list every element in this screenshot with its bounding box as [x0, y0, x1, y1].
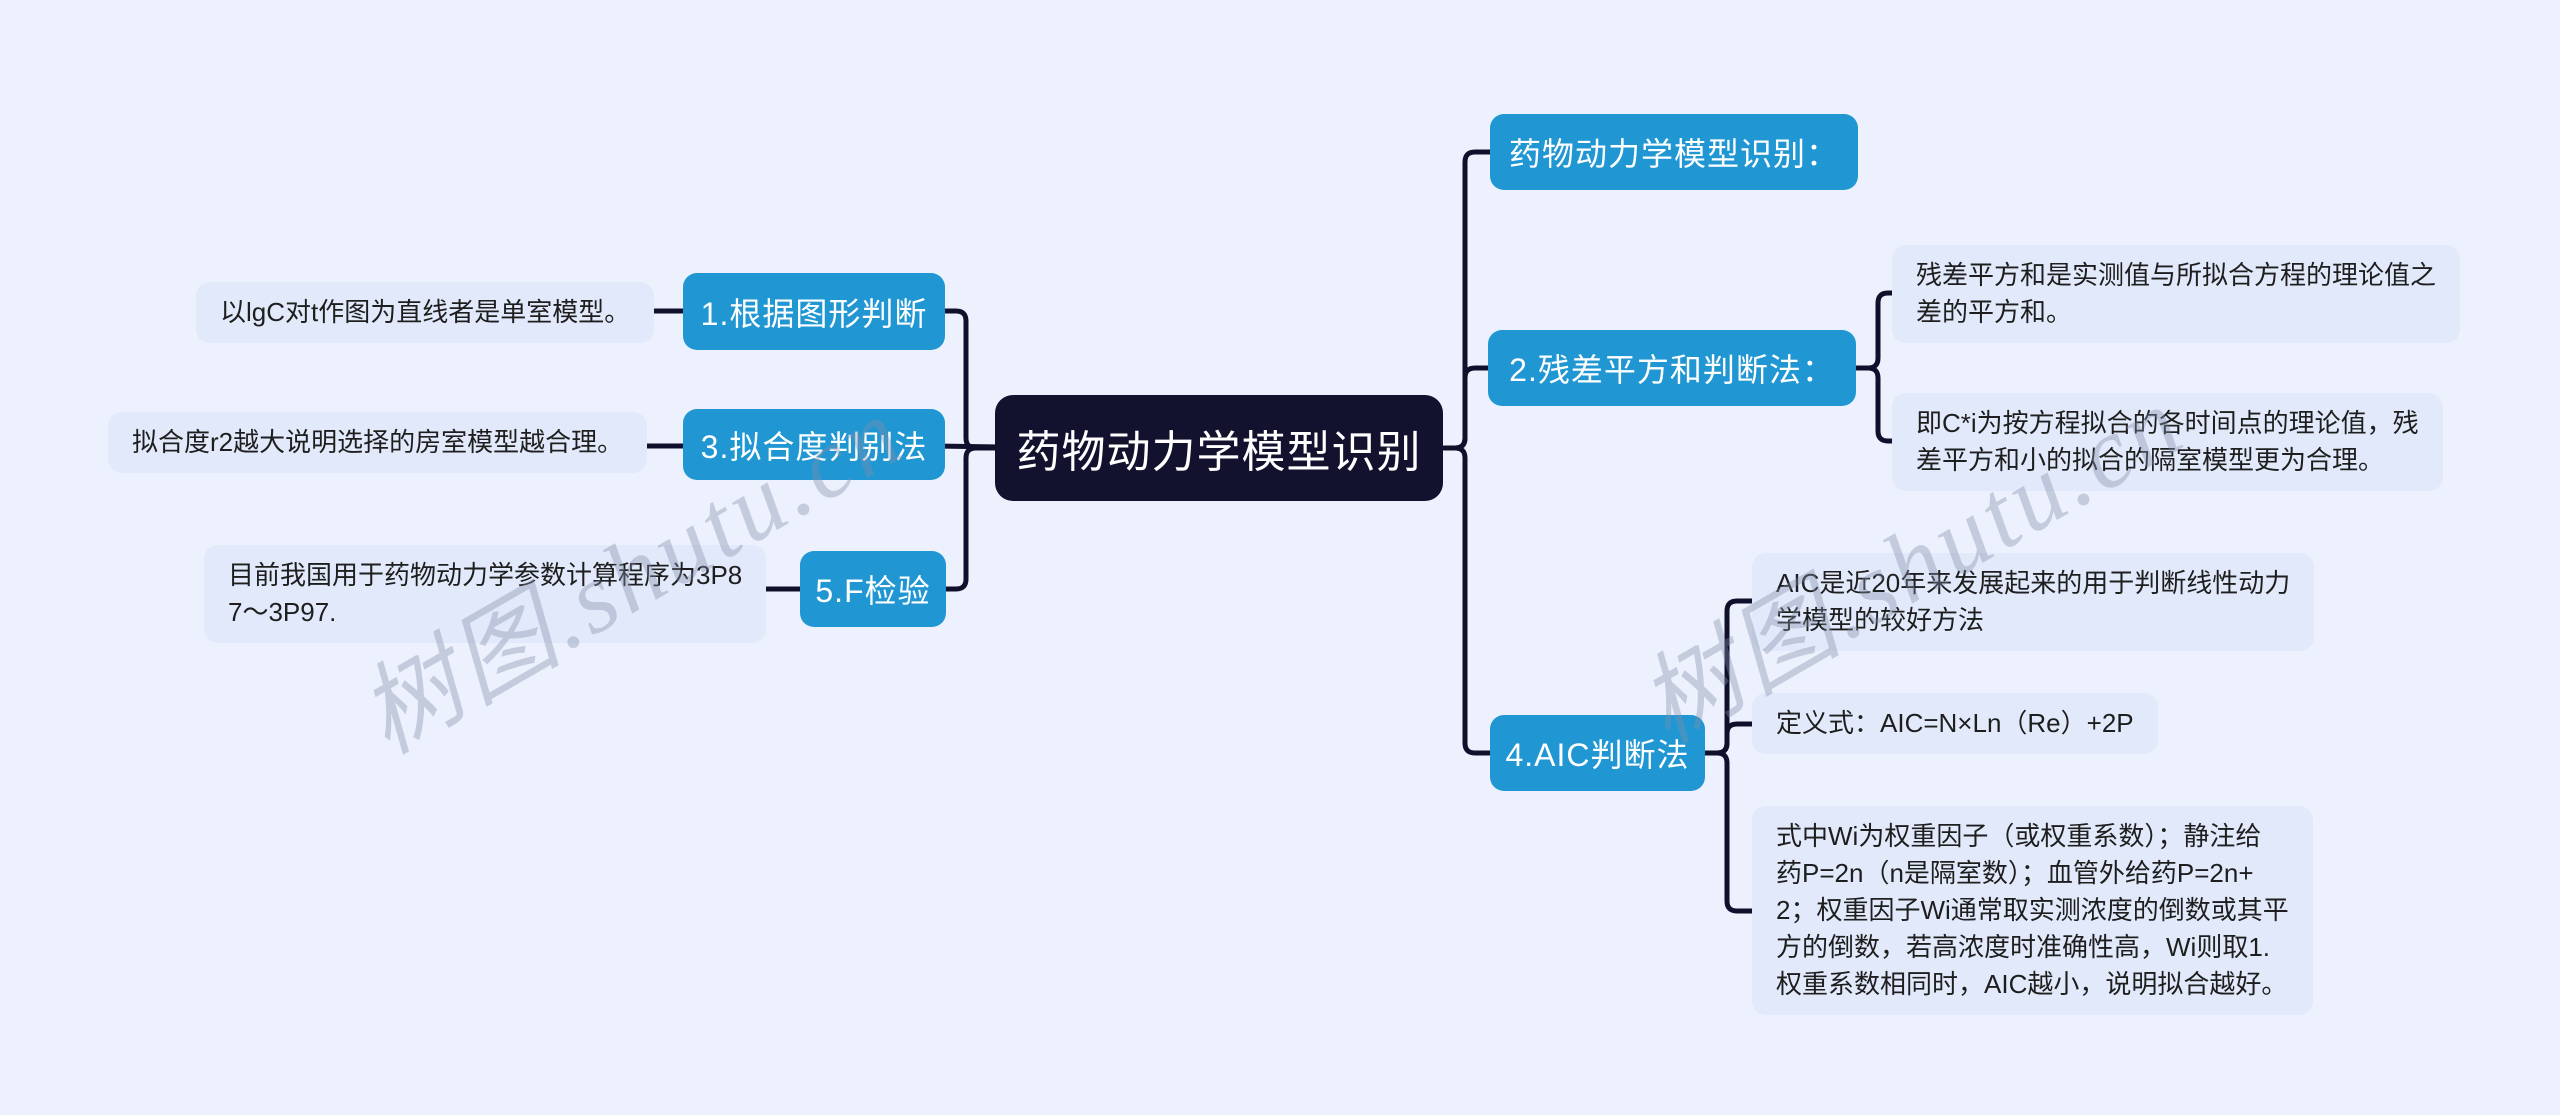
topic-node-4[interactable]: 4.AIC判断法 [1490, 715, 1705, 791]
note-topic4-2[interactable]: 定义式：AIC=N×Ln（Re）+2P [1752, 693, 2158, 754]
connector-topic4-note3 [1695, 750, 1768, 914]
note-topic2-2[interactable]: 即C*i为按方程拟合的各时间点的理论值，残 差平方和小的拟合的隔室模型更为合理。 [1892, 393, 2443, 491]
note-topic4-1[interactable]: AIC是近20年来发展起来的用于判断线性动力 学模型的较好方法 [1752, 553, 2315, 651]
topic-node-5-label: 5.F检验 [815, 573, 931, 609]
root-node-label: 药物动力学模型识别 [1016, 428, 1422, 477]
connector-topic2-note2 [1847, 365, 1913, 444]
note-topic2-1[interactable]: 残差平方和是实测值与所拟合方程的理论值之 差的平方和。 [1892, 245, 2461, 343]
note-topic3[interactable]: 拟合度r2越大说明选择的房室模型越合理。 [108, 412, 648, 473]
connector-root-topic5 [933, 445, 1003, 592]
connector-root-topic4 [1435, 445, 1508, 756]
note-topic4-3[interactable]: 式中Wi为权重因子（或权重系数）；静注给 药P=2n（n是隔室数）；血管外给药P… [1752, 806, 2313, 1015]
topic-node-5[interactable]: 5.F检验 [800, 551, 946, 627]
topic-node-3[interactable]: 3.拟合度判别法 [683, 409, 945, 480]
topic-node-1[interactable]: 1.根据图形判断 [683, 273, 945, 350]
topic-node-4-label: 4.AIC判断法 [1505, 737, 1690, 773]
topic-node-1-label: 1.根据图形判断 [700, 295, 928, 332]
note-topic1[interactable]: 以lgC对t作图为直线者是单室模型。 [196, 282, 655, 343]
topic-node-header[interactable]: 药物动力学模型识别： [1490, 114, 1858, 190]
note-topic5[interactable]: 目前我国用于药物动力学参数计算程序为3P8 7～3P97. [204, 545, 767, 643]
topic-node-3-label: 3.拟合度判别法 [700, 428, 928, 465]
topic-node-2[interactable]: 2.残差平方和判断法： [1488, 330, 1856, 406]
topic-node-header-label: 药物动力学模型识别： [1508, 136, 1839, 172]
topic-node-2-label: 2.残差平方和判断法： [1509, 352, 1835, 388]
root-node[interactable]: 药物动力学模型识别 [995, 395, 1443, 501]
